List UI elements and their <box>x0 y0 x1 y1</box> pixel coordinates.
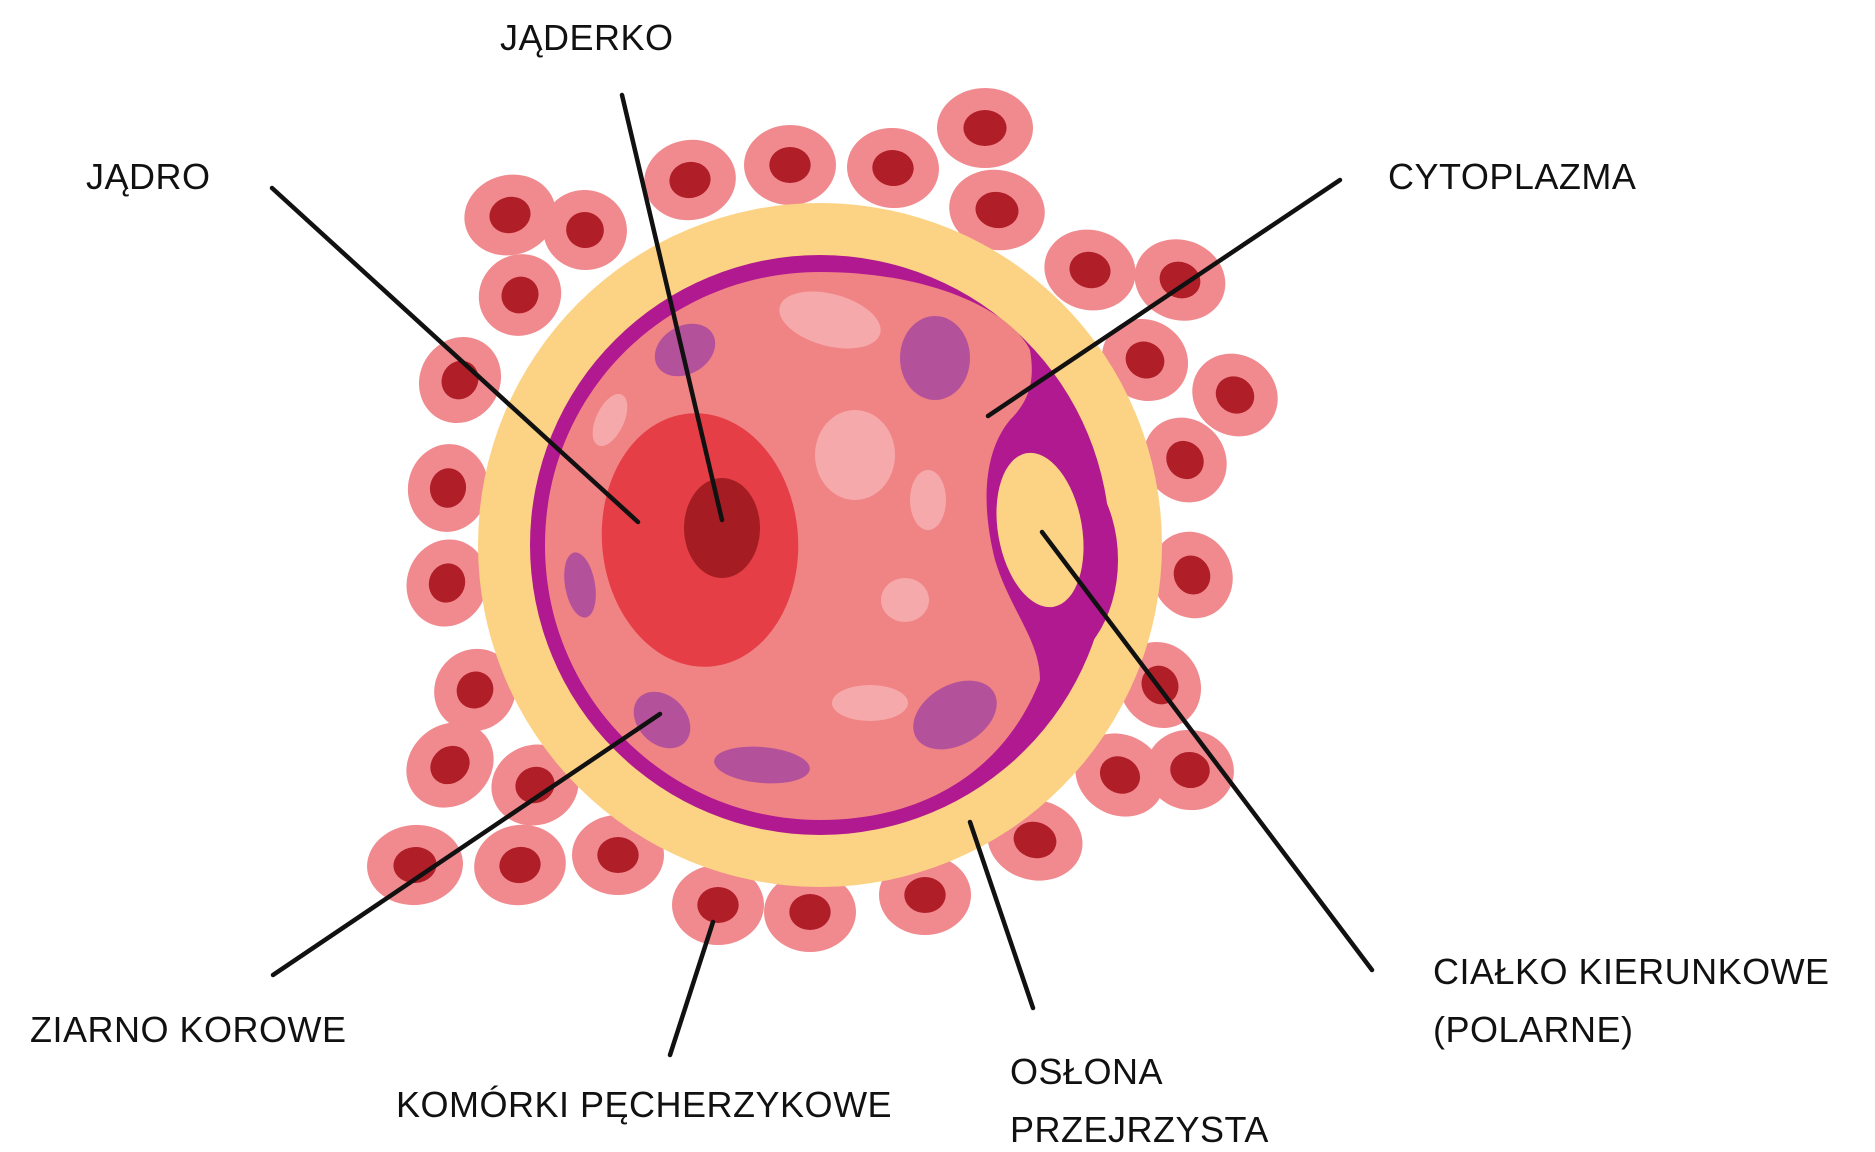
label-jaderko: JĄDERKO <box>500 16 674 60</box>
follicle-cell-nucleus <box>963 110 1006 146</box>
follicle-cell-nucleus <box>789 894 830 930</box>
leader-line-komorki <box>670 922 713 1055</box>
vesicle <box>815 410 895 500</box>
label-cialko-kierunkowe: CIAŁKO KIERUNKOWE <box>1433 950 1830 994</box>
vesicle <box>910 470 946 530</box>
label-komorki-pecherzykowe: KOMÓRKI PĘCHERZYKOWE <box>396 1083 892 1127</box>
vesicle <box>832 685 908 721</box>
label-ziarno-korowe: ZIARNO KOROWE <box>30 1008 347 1052</box>
label-cialko-polarne: (POLARNE) <box>1433 1008 1634 1052</box>
vesicle <box>881 578 929 622</box>
nucleolus <box>684 478 760 578</box>
follicle-cell-nucleus <box>697 887 738 923</box>
follicle-cell-nucleus <box>769 147 810 183</box>
follicle-cell-nucleus <box>597 837 638 873</box>
label-jadro: JĄDRO <box>86 155 211 199</box>
label-oslona: OSŁONA <box>1010 1050 1163 1094</box>
follicle-cell-nucleus <box>904 877 945 913</box>
cortical-granule <box>900 316 970 400</box>
label-przejrzysta: PRZEJRZYSTA <box>1010 1108 1269 1152</box>
label-cytoplazma: CYTOPLAZMA <box>1388 155 1636 199</box>
